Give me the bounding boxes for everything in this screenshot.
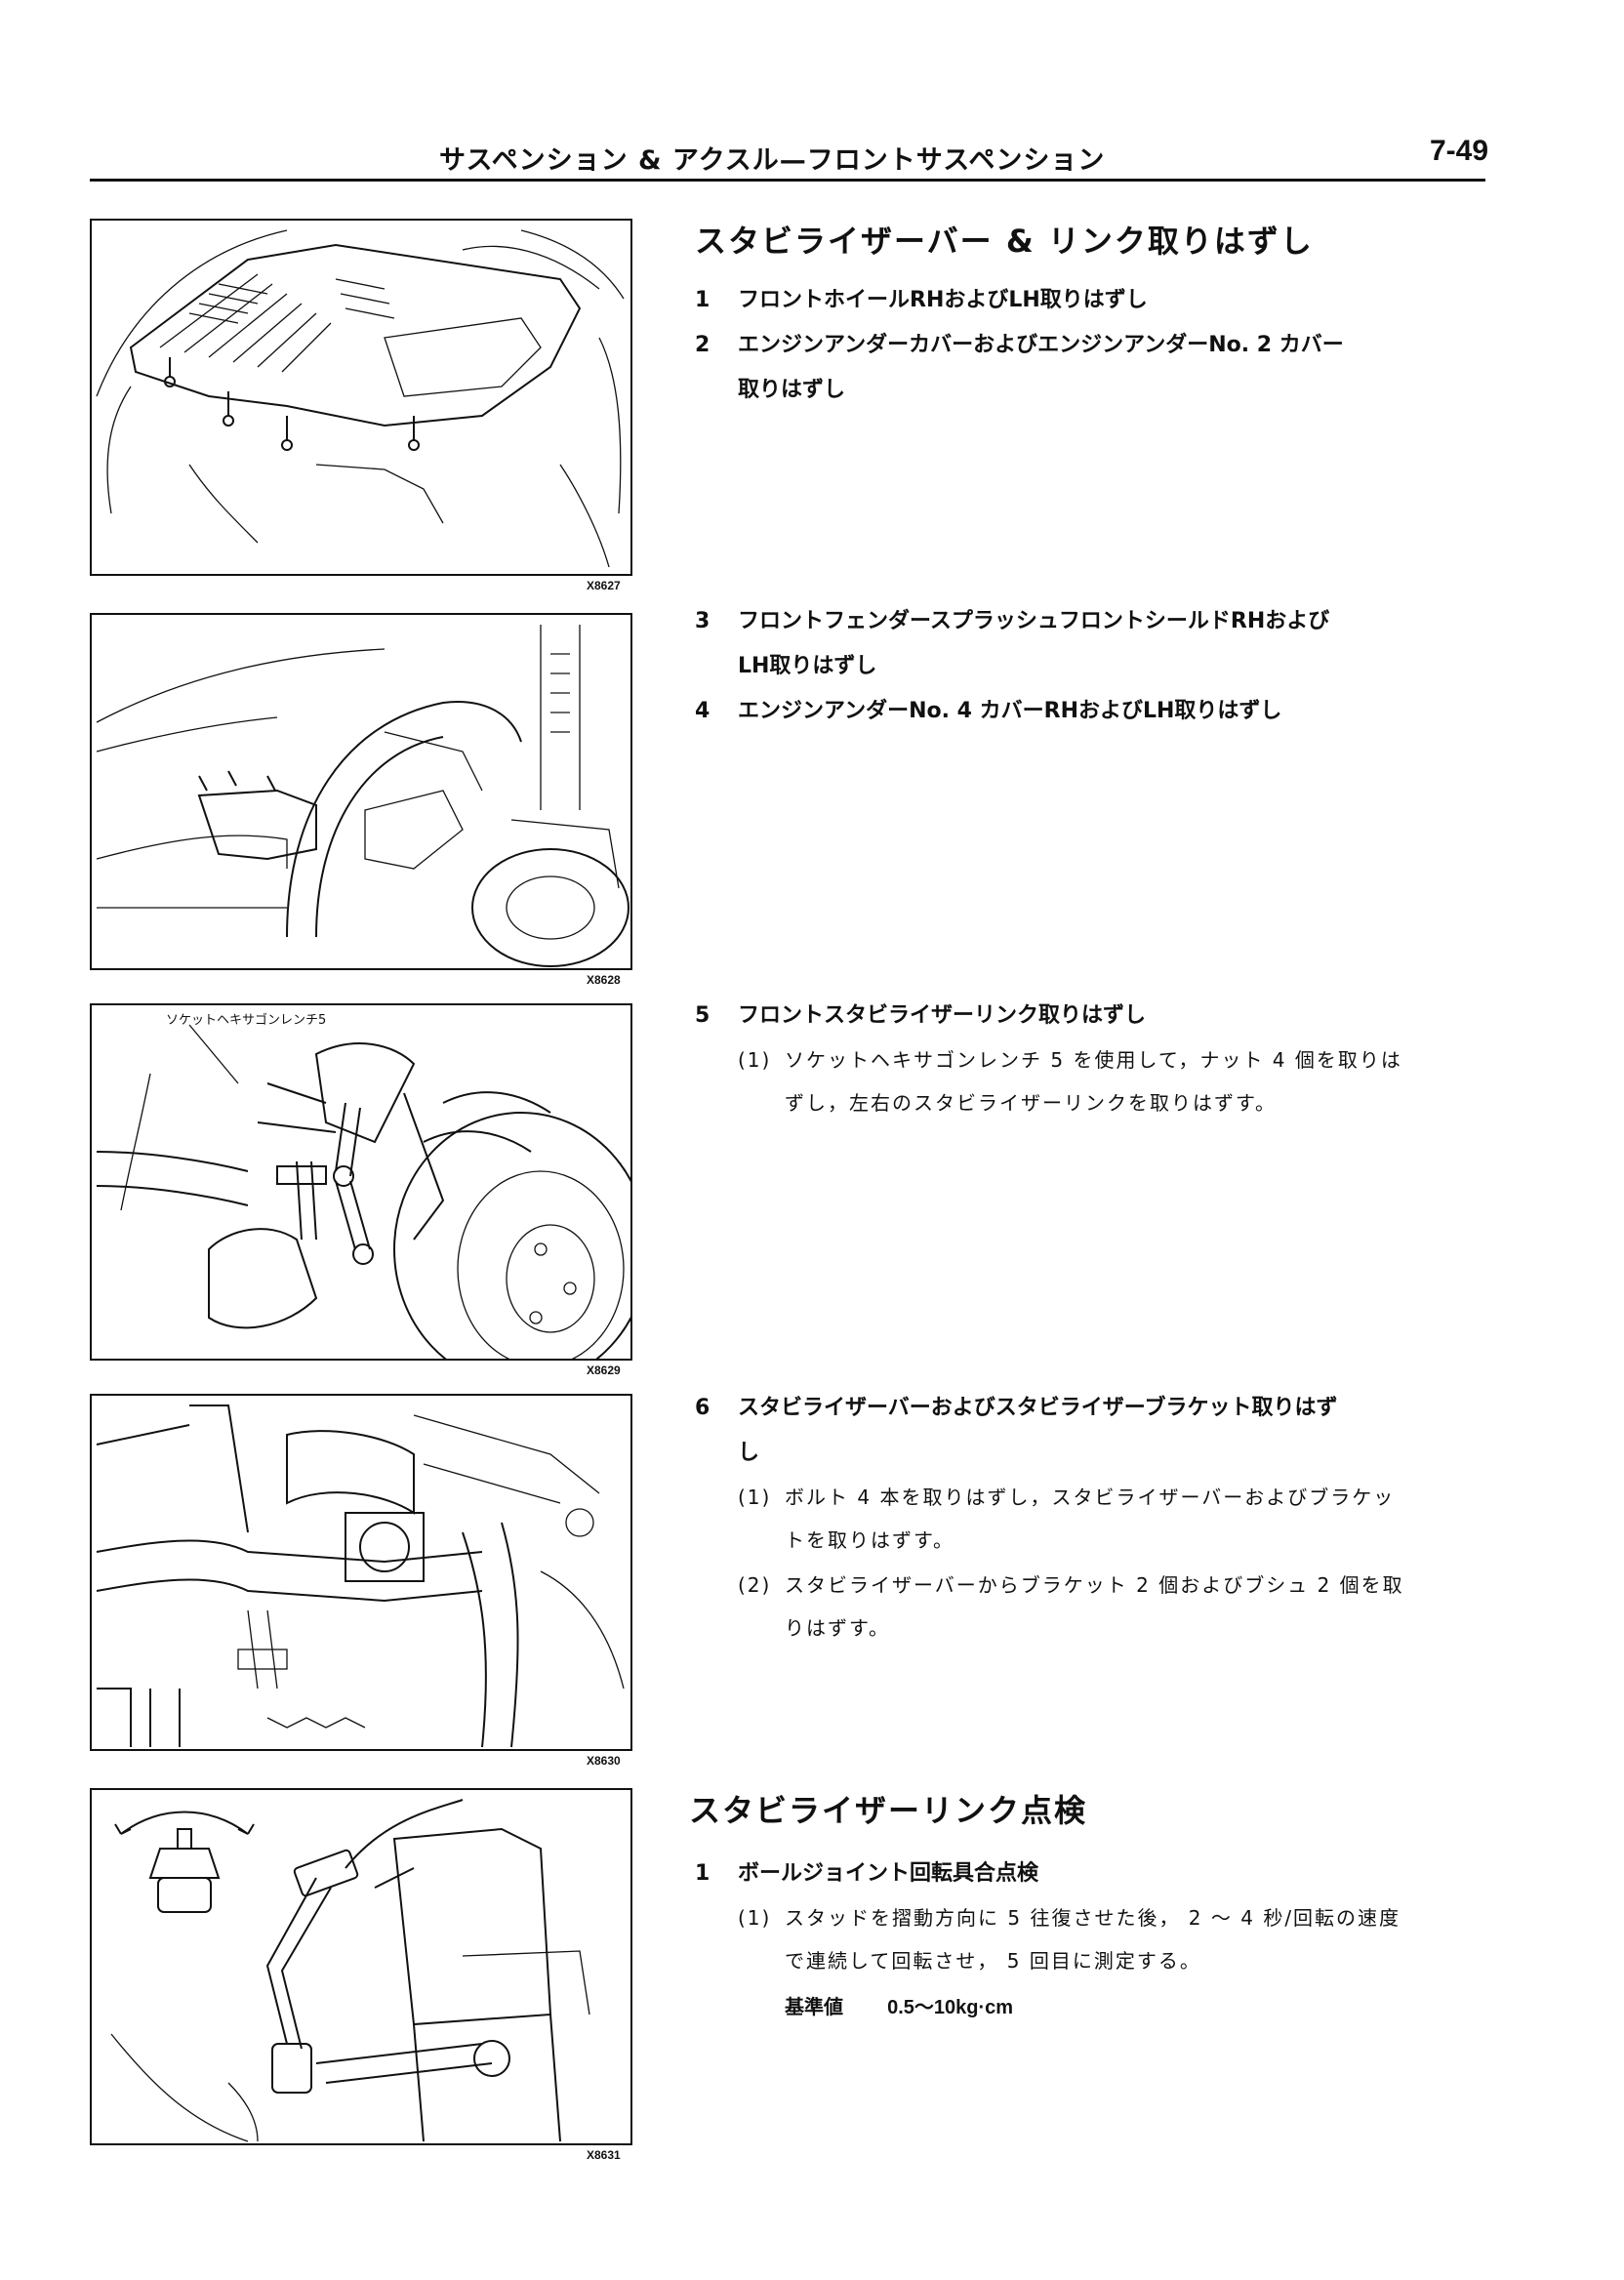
specification-label: 基準値 <box>785 1995 843 2018</box>
substep-number: (2) <box>738 1573 772 1597</box>
figure-ball-joint-inspection <box>90 1788 632 2145</box>
step-6-continuation: し <box>738 1441 760 1465</box>
figure-stabilizer-link-removal <box>90 1003 632 1361</box>
section-title-stabilizer-removal: スタビライザーバー & リンク取りはずし <box>695 223 1314 260</box>
step-number: 1 <box>695 288 710 312</box>
step-3-continuation: LH取りはずし <box>738 654 877 678</box>
step-5-substep-1: (1) ソケットヘキサゴンレンチ 5 を使用して，ナット 4 個を取りは <box>738 1038 1519 1081</box>
step-number: 2 <box>695 333 710 357</box>
step-3: 3 フロントフェンダースプラッシュフロントシールドRHおよび <box>695 599 1505 644</box>
figure-callout-socket-hexagon-wrench: ソケットヘキサゴンレンチ5 <box>166 1013 327 1028</box>
inspection-substep-1: (1) スタッドを摺動方向に 5 往復させた後， 2 ～ 4 秒/回転の速度 <box>738 1896 1519 1939</box>
step-1: 1 フロントホイールRHおよびLH取りはずし <box>695 278 1505 323</box>
specification-value: 0.5～10kg·cm <box>887 1997 1014 2018</box>
step-number: 1 <box>695 1861 710 1886</box>
step-6-substep-2: (2) スタビライザーバーからブラケット 2 個およびブシュ 2 個を取 <box>738 1564 1519 1607</box>
inspection-step-1: 1 ボールジョイント回転具合点検 <box>695 1852 1505 1896</box>
figure-code-x8629: X8629 <box>587 1364 621 1377</box>
page-number: 7-49 <box>1430 135 1489 167</box>
step-number: 5 <box>695 1003 710 1028</box>
section-title-stabilizer-link-inspection: スタビライザーリンク点検 <box>689 1792 1088 1829</box>
page-header-title: サスペンション & アクスル—フロントサスペンション <box>439 145 1106 176</box>
fender-splash-shield-illustration <box>96 625 629 967</box>
step-6: 6 スタビライザーバーおよびスタビライザーブラケット取りはず <box>695 1386 1505 1431</box>
figure-code-x8627: X8627 <box>587 579 621 592</box>
step-5: 5 フロントスタビライザーリンク取りはずし <box>695 994 1505 1038</box>
substep-text: スタッドを摺動方向に 5 往復させた後， 2 ～ 4 秒/回転の速度 <box>785 1906 1401 1930</box>
step-number: 3 <box>695 609 710 633</box>
step-text: フロントフェンダースプラッシュフロントシールドRHおよび <box>738 609 1330 633</box>
step-text: エンジンアンダーNo. 4 カバーRHおよびLH取りはずし <box>738 699 1282 723</box>
stabilizer-bar-bracket-illustration <box>96 1405 625 1748</box>
figure-code-x8630: X8630 <box>587 1754 621 1768</box>
ball-joint-inspection-illustration <box>110 1799 590 2142</box>
substep-text: ソケットヘキサゴンレンチ 5 を使用して，ナット 4 個を取りは <box>785 1048 1402 1072</box>
figure-code-x8628: X8628 <box>587 973 621 987</box>
step-6-substep-1-continuation: トを取りはずす。 <box>785 1528 954 1552</box>
step-number: 4 <box>695 699 710 723</box>
step-6-substep-1: (1) ボルト 4 本を取りはずし，スタビライザーバーおよびブラケッ <box>738 1476 1519 1519</box>
step-text: スタビライザーバーおよびスタビライザーブラケット取りはず <box>738 1396 1338 1420</box>
substep-number: (1) <box>738 1486 772 1509</box>
inspection-substep-1-continuation: で連続して回転させ， 5 回目に測定する。 <box>785 1949 1201 1973</box>
substep-number: (1) <box>738 1048 772 1072</box>
step-text: フロントホイールRHおよびLH取りはずし <box>738 288 1148 312</box>
step-text: エンジンアンダーカバーおよびエンジンアンダーNo. 2 カバー <box>738 333 1344 357</box>
step-number: 6 <box>695 1396 710 1420</box>
step-text: フロントスタビライザーリンク取りはずし <box>738 1003 1147 1028</box>
engine-under-cover-illustration <box>96 229 625 568</box>
header-rule <box>90 179 1485 182</box>
step-4: 4 エンジンアンダーNo. 4 カバーRHおよびLH取りはずし <box>695 689 1505 734</box>
step-5-substep-1-continuation: ずし，左右のスタビライザーリンクを取りはずす。 <box>785 1091 1277 1115</box>
figure-fender-splash-shield <box>90 613 632 970</box>
step-2: 2 エンジンアンダーカバーおよびエンジンアンダーNo. 2 カバー <box>695 323 1505 368</box>
figure-code-x8631: X8631 <box>587 2148 621 2162</box>
figure-stabilizer-bar-bracket <box>90 1394 632 1751</box>
substep-text: ボルト 4 本を取りはずし，スタビライザーバーおよびブラケッ <box>785 1486 1396 1509</box>
step-text: ボールジョイント回転具合点検 <box>738 1861 1039 1886</box>
specification-row: 基準値 0.5～10kg·cm <box>785 1991 1013 2019</box>
stabilizer-link-removal-illustration <box>96 1024 630 1359</box>
step-6-substep-2-continuation: りはずす。 <box>785 1616 890 1640</box>
substep-number: (1) <box>738 1906 772 1930</box>
step-2-continuation: 取りはずし <box>738 378 846 402</box>
substep-text: スタビライザーバーからブラケット 2 個およびブシュ 2 個を取 <box>785 1573 1404 1597</box>
figure-engine-under-cover <box>90 219 632 576</box>
